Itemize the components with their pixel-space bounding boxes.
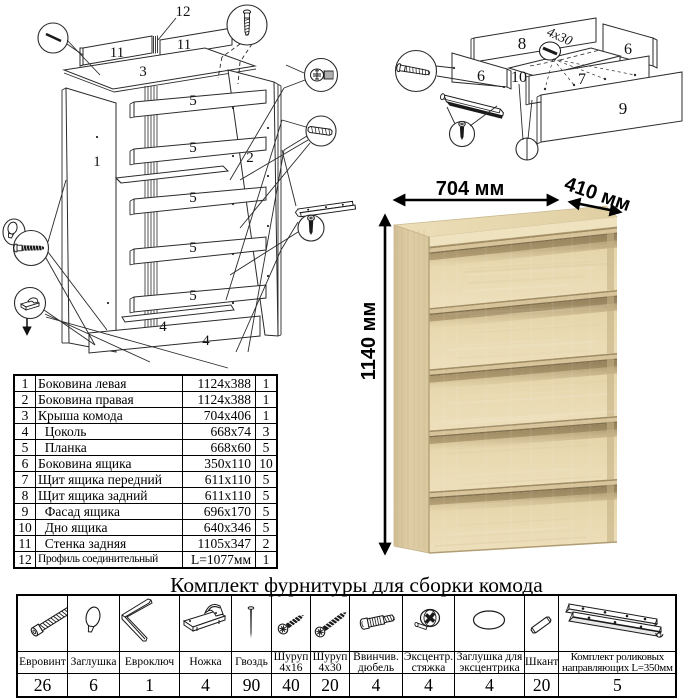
svg-text:5: 5 <box>189 140 197 156</box>
svg-text:2: 2 <box>246 150 254 166</box>
svg-text:3: 3 <box>139 64 147 80</box>
svg-text:8: 8 <box>518 34 527 53</box>
svg-text:1: 1 <box>93 154 101 170</box>
svg-text:11: 11 <box>110 45 124 61</box>
svg-text:5: 5 <box>189 190 197 206</box>
svg-text:4: 4 <box>202 333 210 349</box>
svg-text:7: 7 <box>578 71 586 88</box>
svg-text:5: 5 <box>189 93 197 109</box>
svg-text:5: 5 <box>189 288 197 304</box>
svg-text:1140 мм: 1140 мм <box>358 302 380 381</box>
svg-text:5: 5 <box>189 240 197 256</box>
svg-text:11: 11 <box>177 37 191 53</box>
svg-text:704 мм: 704 мм <box>436 178 505 200</box>
svg-text:12: 12 <box>176 4 191 20</box>
svg-text:10: 10 <box>511 69 527 86</box>
svg-text:6: 6 <box>477 68 485 85</box>
svg-text:9: 9 <box>619 99 628 118</box>
svg-text:6: 6 <box>624 41 632 58</box>
svg-text:4: 4 <box>159 319 167 335</box>
